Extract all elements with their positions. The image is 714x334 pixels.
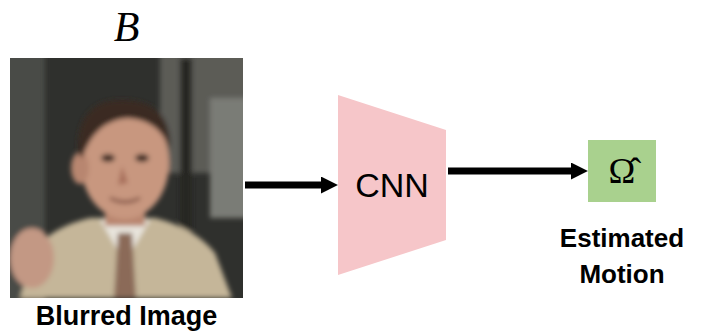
output-box: Ω̂Estimated Motion	[588, 140, 656, 202]
symbol-label: B	[0, 2, 263, 52]
trapezoid-fill	[338, 95, 446, 275]
blurred-face-photo	[10, 58, 243, 298]
flow-arrow	[245, 182, 322, 189]
image-frame: BBlurred Image	[10, 58, 243, 298]
output-caption: Estimated Motion	[547, 220, 697, 292]
output-symbol: Ω̂	[588, 148, 656, 194]
image-caption: Blurred Image	[0, 300, 253, 332]
network-trapezoid: CNN	[338, 95, 446, 275]
network-label: CNN	[338, 163, 446, 207]
flow-arrow	[448, 168, 572, 175]
